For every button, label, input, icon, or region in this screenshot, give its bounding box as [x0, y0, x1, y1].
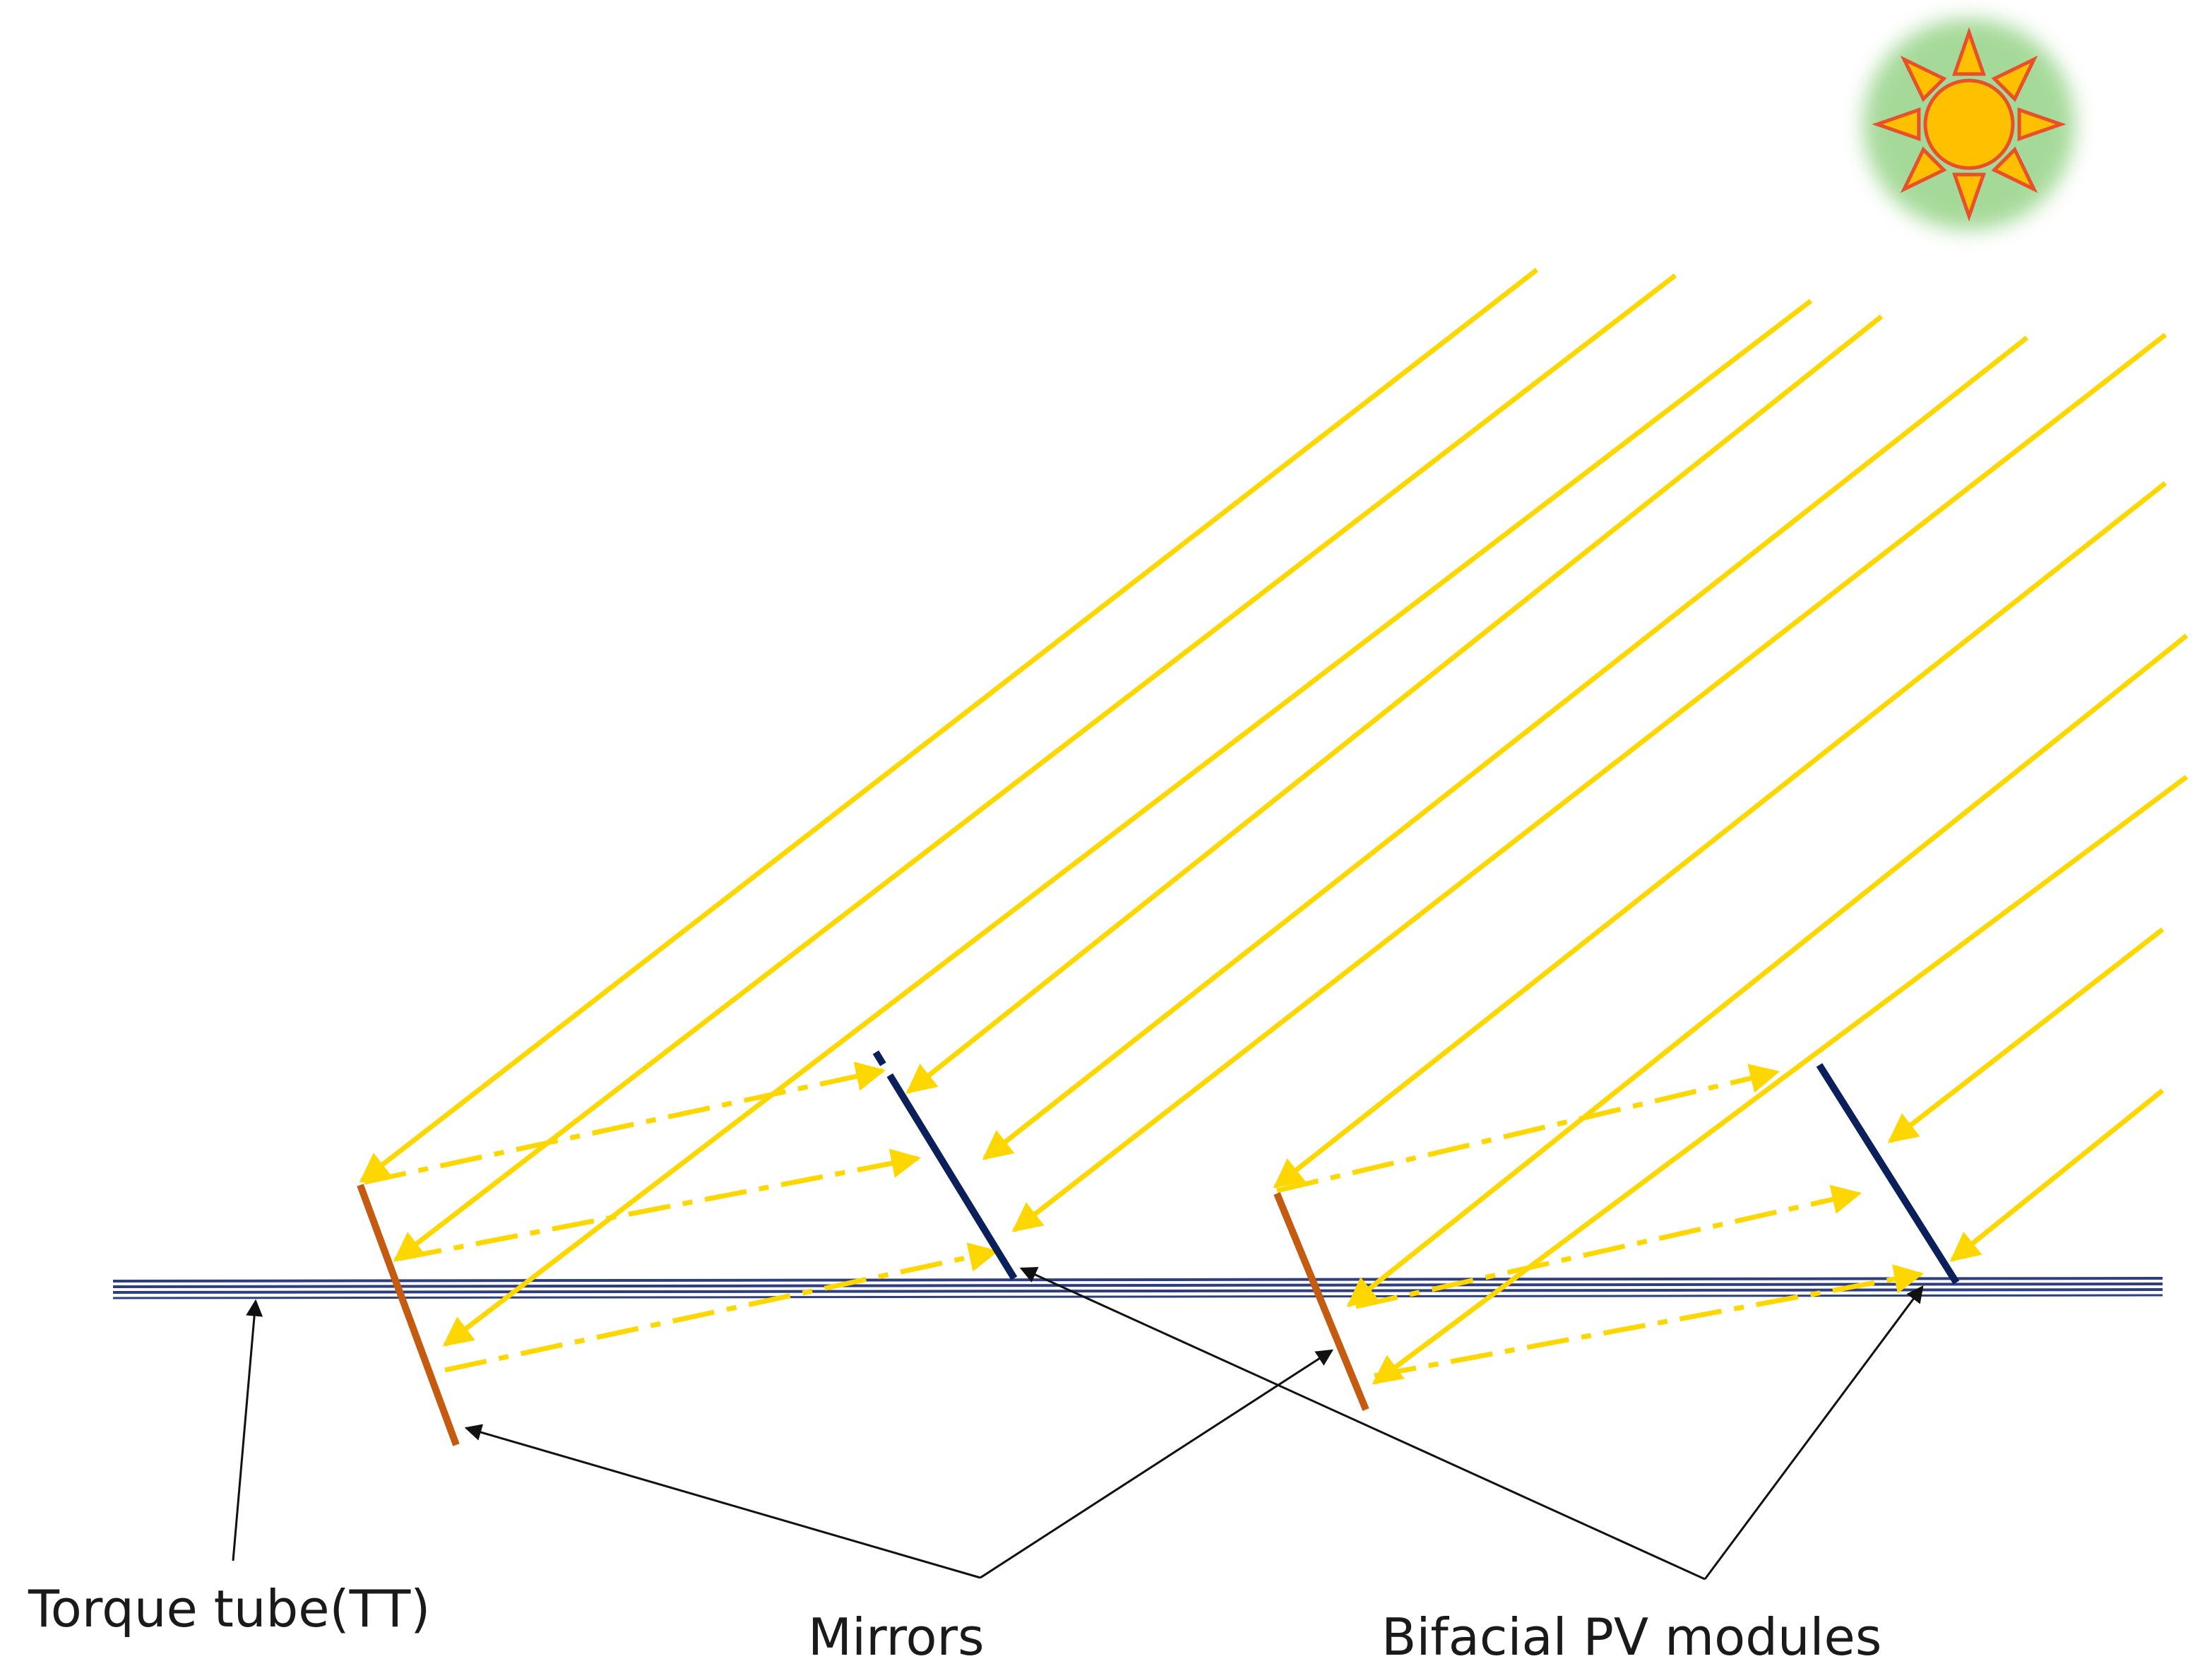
- sun-ray-icon: [1951, 172, 1987, 222]
- sun-ray-icon: [1951, 27, 1987, 76]
- pv-modules-label: Bifacial PV modules: [1381, 1607, 1882, 1667]
- reflected-rays: [364, 1061, 1925, 1379]
- sun-ray-icon: [1900, 146, 1947, 194]
- incoming-ray: [905, 314, 1884, 1094]
- sun-ray-icon: [1900, 55, 1947, 102]
- sun-ray-icon: [1872, 107, 1921, 142]
- mirror-left: [357, 1184, 460, 1446]
- incoming-ray: [1372, 775, 2189, 1385]
- incoming-ray: [1949, 1088, 2165, 1262]
- pv-module-right: [1816, 1063, 1960, 1285]
- torque-tube: [112, 1277, 2163, 1299]
- leader-lines: [232, 1267, 1924, 1581]
- leader-pv-right: [1703, 1285, 1924, 1580]
- reflected-ray: [1355, 1184, 1862, 1309]
- sun-ray-icon: [1991, 55, 2038, 102]
- torque-tube-label: Torque tube(TT): [28, 1579, 431, 1638]
- incoming-ray: [442, 299, 1813, 1347]
- sun-icon: [1863, 18, 2075, 230]
- reflected-ray: [1276, 1064, 1780, 1194]
- incoming-ray: [1887, 927, 2165, 1143]
- leader-pv-left: [1019, 1267, 1706, 1581]
- incoming-ray: [359, 268, 1539, 1183]
- reflected-ray: [399, 1148, 922, 1261]
- incoming-ray: [982, 335, 2029, 1160]
- leader-torque-tube: [232, 1299, 263, 1561]
- incoming-ray: [393, 273, 1677, 1262]
- reflected-ray: [1374, 1264, 1925, 1379]
- reflected-ray: [364, 1061, 886, 1185]
- incoming-ray: [1011, 333, 2168, 1232]
- reflected-ray: [444, 1242, 999, 1373]
- incoming-ray: [1273, 481, 2168, 1189]
- incoming-rays: [359, 268, 2189, 1385]
- leader-mirror-right: [980, 1349, 1334, 1579]
- sun-ray-icon: [1991, 146, 2038, 194]
- sun-ray-icon: [2017, 107, 2067, 142]
- incoming-ray: [1346, 633, 2189, 1307]
- pv-module-left: [872, 1050, 1018, 1280]
- mirror-right: [1273, 1192, 1369, 1411]
- mirrors-label: Mirrors: [808, 1607, 985, 1667]
- leader-mirror-left: [464, 1424, 981, 1579]
